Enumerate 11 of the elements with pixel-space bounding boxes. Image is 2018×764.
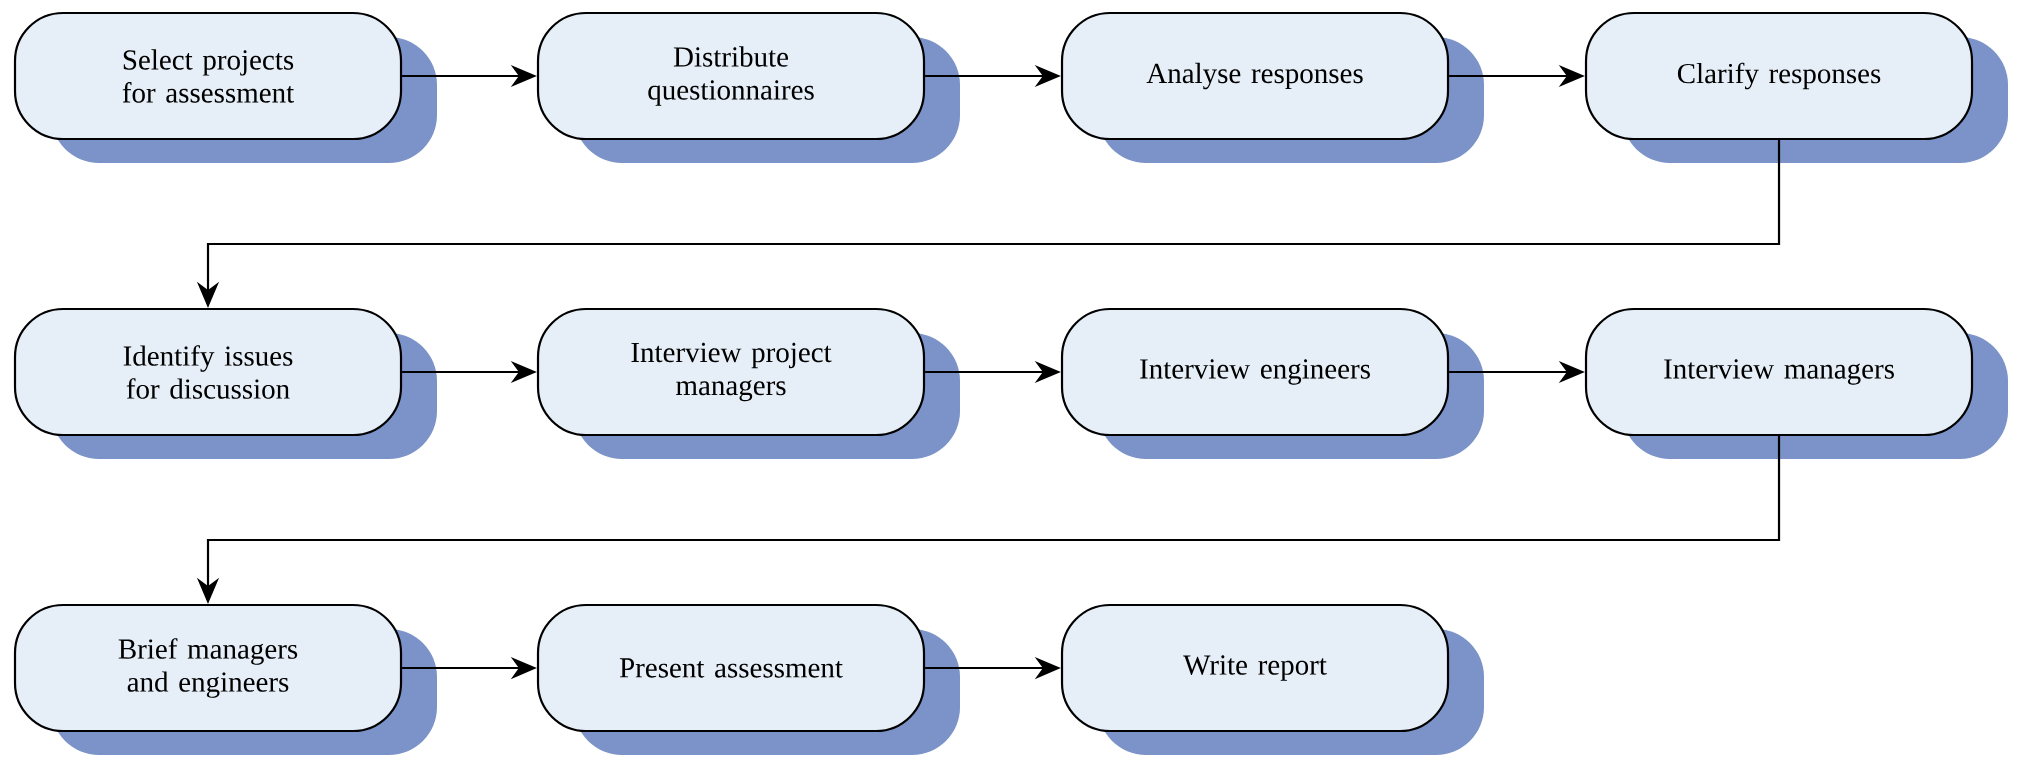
process-box: Write report [1060, 603, 1484, 755]
process-box: Distribute questionnaires [536, 11, 960, 163]
process-box: Clarify responses [1584, 11, 2008, 163]
process-box: Interview project managers [536, 307, 960, 459]
process-box: Identify issues for discussion [13, 307, 437, 459]
process-box: Interview managers [1584, 307, 2008, 459]
process-box: Present assessment [536, 603, 960, 755]
process-box: Select projects for assessment [13, 11, 437, 163]
process-box: Analyse responses [1060, 11, 1484, 163]
process-box: Interview engineers [1060, 307, 1484, 459]
process-box: Brief managers and engineers [13, 603, 437, 755]
